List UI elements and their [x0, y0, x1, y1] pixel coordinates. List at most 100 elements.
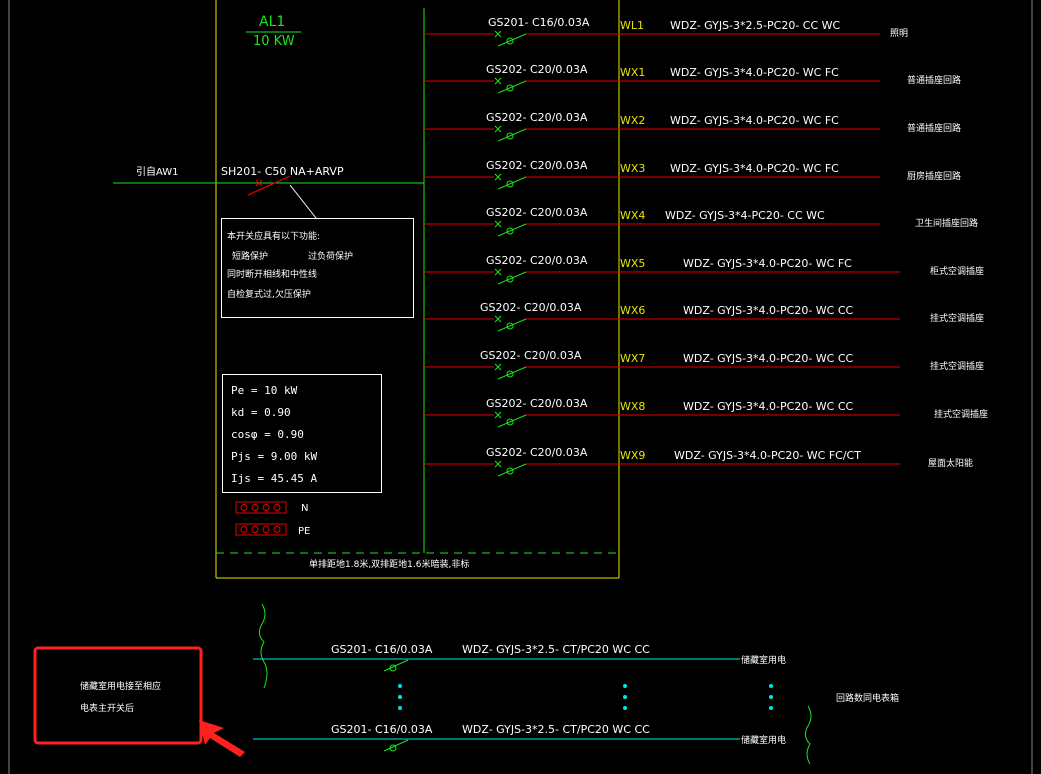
feeder-breaker-arm: [497, 80, 527, 94]
panel-power: 10 KW: [253, 34, 295, 49]
feeder-cable-label: WDZ- GYJS-3*4.0-PC20- WC FC: [670, 66, 839, 79]
storage-breaker-bottom: GS201- C16/0.03A: [331, 723, 433, 736]
calc-kd: kd = 0.90: [231, 406, 291, 419]
feeder-breaker-x: [494, 460, 502, 468]
feeder-breaker-contact: [506, 418, 514, 426]
feeder-breaker-arm: [497, 176, 527, 190]
feeder-breaker-arm: [497, 223, 527, 237]
breaker-note-title: 本开关应具有以下功能:: [227, 232, 321, 242]
highlight-arrow: [199, 720, 245, 757]
feeder-circuit-id: WX8: [620, 400, 646, 413]
calc-pe: Pe = 10 kW: [231, 384, 298, 397]
feeder-breaker-arm: [497, 33, 527, 47]
breaker-gap: [494, 269, 526, 275]
feeder-use-label: 卫生间插座回路: [915, 219, 979, 229]
feeder-cable-label: WDZ- GYJS-3*4.0-PC20- WC FC/CT: [674, 449, 861, 462]
load-calc-box: Pe = 10 kW kd = 0.90 cosφ = 0.90 Pjs = 9…: [222, 374, 382, 493]
incoming-label: 引自AW1: [136, 167, 179, 178]
feeder-circuit-id: WX5: [620, 257, 646, 270]
feeder-breaker-label: GS202- C20/0.03A: [486, 254, 588, 267]
feeder-breaker-x: [494, 125, 502, 133]
breaker-gap: [494, 316, 526, 322]
feeder-use-label: 屋面太阳能: [928, 459, 974, 469]
feeder-use-label: 挂式空调插座: [930, 362, 985, 372]
storage-cable-top: WDZ- GYJS-3*2.5- CT/PC20 WC CC: [462, 643, 650, 656]
feeder-breaker-label: GS202- C20/0.03A: [486, 206, 588, 219]
panel-frame: [215, 0, 620, 579]
storage-breaker-top: GS201- C16/0.03A: [331, 643, 433, 656]
feeder-use-label: 普通插座回路: [907, 76, 962, 86]
feeder-breaker-arm: [497, 414, 527, 428]
feeder-breaker-contact: [506, 370, 514, 378]
feeder-breaker-contact: [506, 467, 514, 475]
pe-busbar-symbol: [235, 523, 287, 536]
feeder-breaker-arm: [497, 318, 527, 332]
breaker-gap: [494, 412, 526, 418]
main-breaker-arm: [247, 175, 291, 196]
feeder-breaker-label: GS201- C16/0.03A: [488, 16, 590, 29]
feeder-use-label: 挂式空调插座: [930, 314, 985, 324]
feeder-cable-label: WDZ- GYJS-3*4.0-PC20- WC CC: [683, 400, 854, 413]
breaker-note-short: 短路保护: [232, 252, 269, 262]
feeder-breaker-arm: [497, 366, 527, 380]
busbar-n-label: N: [301, 503, 309, 514]
storage-cable-bottom: WDZ- GYJS-3*2.5- CT/PC20 WC CC: [462, 723, 650, 736]
breaker-note-voltage: 自检复式过,欠压保护: [227, 290, 311, 300]
feeder-breaker-x: [494, 363, 502, 371]
feeder-breaker-label: GS202- C20/0.03A: [486, 63, 588, 76]
feeder-group: [424, 30, 900, 477]
feeder-breaker-label: GS202- C20/0.03A: [486, 446, 588, 459]
main-breaker-x2: [255, 179, 263, 187]
install-note: 单排距地1.8米,双排距地1.6米暗装,非标: [309, 560, 470, 570]
feeder-use-label: 普通插座回路: [907, 124, 962, 134]
breaker-gap: [494, 31, 526, 37]
feeder-breaker-label: GS202- C20/0.03A: [486, 111, 588, 124]
highlight-text-line1: 储藏室用电接至相应: [80, 682, 162, 692]
calc-ijs: Ijs = 45.45 A: [231, 472, 318, 485]
feeder-breaker-contact: [506, 180, 514, 188]
breaker-note-disconnect: 同时断开相线和中性线: [227, 270, 318, 280]
feeder-breaker-x: [494, 173, 502, 181]
feeder-breaker-arm: [497, 463, 527, 477]
highlight-text-line2: 电表主开关后: [80, 704, 135, 714]
feeder-use-label: 柜式空调插座: [930, 267, 985, 277]
storage-use-bottom: 储藏室用电: [741, 736, 787, 746]
feeder-breaker-arm: [497, 128, 527, 142]
feeder-breaker-label: GS202- C20/0.03A: [480, 301, 582, 314]
storage-use-top: 储藏室用电: [741, 656, 787, 666]
feeder-breaker-contact: [506, 84, 514, 92]
feeder-circuit-id: WX2: [620, 114, 646, 127]
feeder-breaker-contact: [506, 275, 514, 283]
breaker-note-box: 本开关应具有以下功能: 短路保护 过负荷保护 同时断开相线和中性线 自检复式过,…: [221, 218, 414, 318]
feeder-breaker-contact: [506, 37, 514, 45]
feeder-cable-label: WDZ- GYJS-3*4.0-PC20- WC CC: [683, 352, 854, 365]
feeder-cable-label: WDZ- GYJS-3*4-PC20- CC WC: [665, 209, 825, 222]
storage-side-note: 回路数同电表箱: [836, 694, 900, 704]
feeder-cable-label: WDZ- GYJS-3*2.5-PC20- CC WC: [670, 19, 841, 32]
feeder-cable-label: WDZ- GYJS-3*4.0-PC20- WC FC: [683, 257, 852, 270]
feeder-cable-label: WDZ- GYJS-3*4.0-PC20- WC CC: [683, 304, 854, 317]
feeder-breaker-x: [494, 77, 502, 85]
feeder-breaker-label: GS202- C20/0.03A: [480, 349, 582, 362]
feeder-breaker-contact: [506, 132, 514, 140]
feeder-breaker-label: GS202- C20/0.03A: [486, 159, 588, 172]
main-breaker-label: SH201- C50 NA+ARVP: [221, 165, 344, 178]
calc-pjs: Pjs = 9.00 kW: [231, 450, 318, 463]
feeder-circuit-id: WX9: [620, 449, 646, 462]
feeder-use-label: 照明: [890, 29, 909, 39]
feeder-circuit-id: WX7: [620, 352, 646, 365]
breaker-gap: [494, 78, 526, 84]
feeder-breaker-arm: [497, 271, 527, 285]
breaker-gap: [494, 364, 526, 370]
feeder-breaker-x: [494, 220, 502, 228]
feeder-circuit-id: WX3: [620, 162, 646, 175]
breaker-gap: [494, 221, 526, 227]
leader-line: [289, 184, 317, 219]
feeder-breaker-x: [494, 315, 502, 323]
highlight-box: [33, 646, 203, 745]
feeder-circuit-id: WX1: [620, 66, 646, 79]
feeder-circuit-id: WX6: [620, 304, 646, 317]
feeder-breaker-x: [494, 30, 502, 38]
feeder-breaker-contact: [506, 227, 514, 235]
